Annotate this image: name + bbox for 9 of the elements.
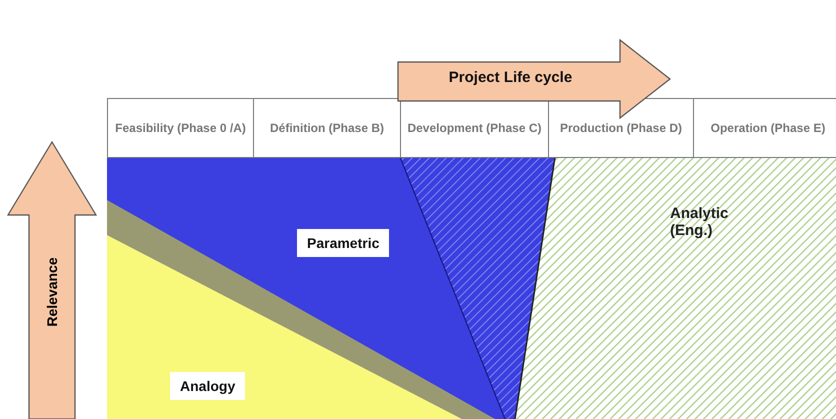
phase-header-cell: Feasibility (Phase 0 /A) [107,98,254,158]
phase-header-cell: Operation (Phase E) [693,98,836,158]
arrow-label: Relevance [44,257,60,327]
region-label: Analogy [170,372,246,400]
region-label: Analytic (Eng.) [670,205,730,239]
region-label: Parametric [297,229,390,257]
phase-header-cell: Définition (Phase B) [253,98,401,158]
phase-header-cell: Production (Phase D) [548,98,694,158]
arrow-label: Project Life cycle [448,69,574,86]
